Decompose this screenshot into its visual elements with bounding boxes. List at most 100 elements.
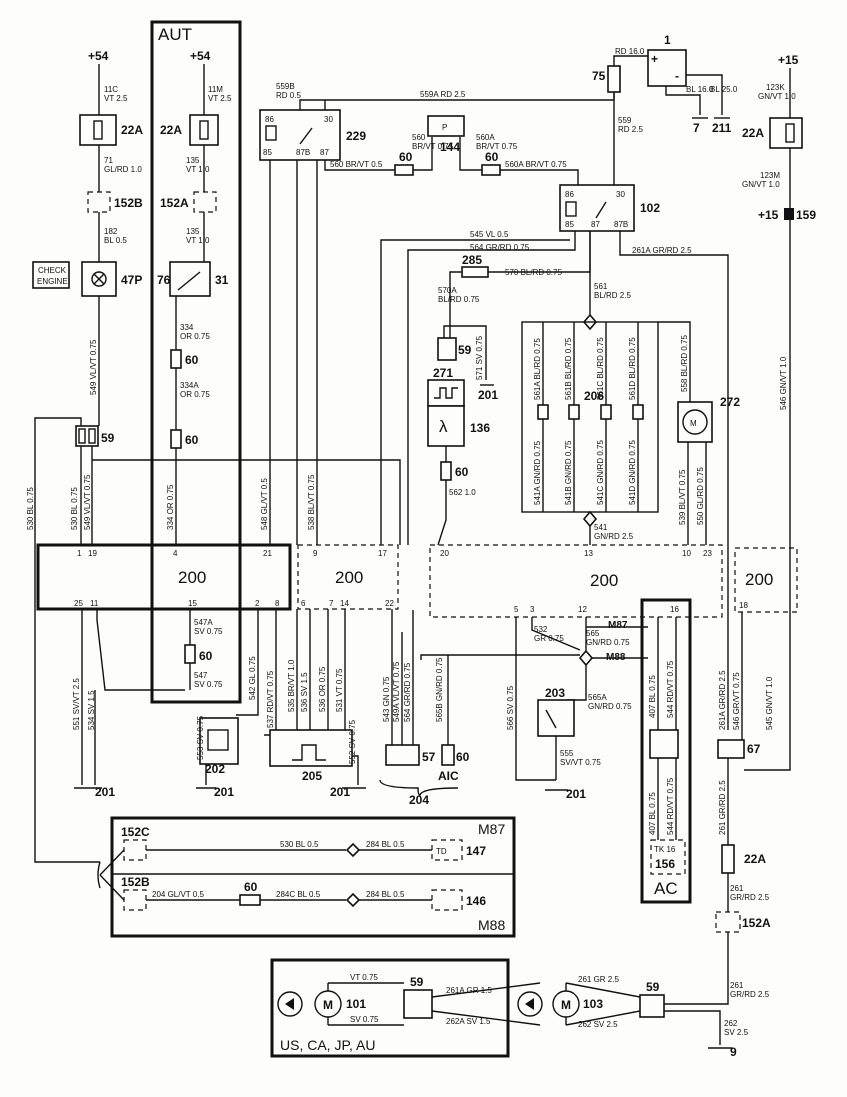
wire-label: 530 BL 0.75 <box>26 487 35 530</box>
connector-152b-m88 <box>123 889 147 911</box>
wire-label: 559 <box>618 116 632 125</box>
ecu-label: 200 <box>178 568 206 587</box>
wire-label: 536 OR 0.75 <box>318 666 327 712</box>
wire-label: 261A GR/RD 2.5 <box>718 670 727 730</box>
wire-label: 570A <box>438 286 457 295</box>
component-label-146: 146 <box>466 894 486 908</box>
wire-label: 123K <box>766 83 785 92</box>
wire-label: 262 <box>724 1019 738 1028</box>
motor-text: M <box>323 998 333 1012</box>
wire-label: SV 0.75 <box>194 627 223 636</box>
wire-label: 182 <box>104 227 118 236</box>
wire-label: 539 BL/VT 0.75 <box>678 469 687 525</box>
module-146 <box>431 889 463 911</box>
lambda-sensor-136: λ 136 <box>427 405 490 447</box>
wire-label: 123M <box>760 171 780 180</box>
component-label-59: 59 <box>101 431 115 445</box>
wire-label: BL/RD 0.75 <box>438 295 480 304</box>
component-label-203: 203 <box>545 686 565 700</box>
wire-label: 334 OR 0.75 <box>166 484 175 530</box>
splice-60-lambda <box>440 461 452 481</box>
wire-label: 562 1.0 <box>449 488 476 497</box>
wire-label: 546 GR/VT 0.75 <box>732 672 741 730</box>
wire-label: 560 <box>412 133 426 142</box>
wire-label: BL/RD 2.5 <box>594 291 631 300</box>
wire-label: 261 GR/RD 2.5 <box>718 780 727 835</box>
wire-label: 284 BL 0.5 <box>366 840 405 849</box>
wire-label: GN/VT 1.0 <box>758 92 796 101</box>
wire-label: GR 0.75 <box>534 634 564 643</box>
connector-152b <box>87 191 111 213</box>
wire-label: 538 BL/VT 0.75 <box>307 474 316 530</box>
component-label-60: 60 <box>244 880 258 894</box>
pin-label: 87 <box>591 220 600 229</box>
wire-label: 565 <box>586 629 600 638</box>
wire-label: 541B GN/RD 0.75 <box>564 440 573 505</box>
ground-201-mid: 201 <box>196 785 234 799</box>
pin-label: 18 <box>739 601 748 610</box>
pin-label: 13 <box>584 549 593 558</box>
wire-label: 261 GR 2.5 <box>578 975 619 984</box>
connector-152a-aut <box>193 191 217 213</box>
component-label-159: 159 <box>796 208 816 222</box>
wire-label: BR/VT 0.75 <box>476 142 518 151</box>
wire-label: OR 0.75 <box>180 390 210 399</box>
td-label: TD <box>436 847 447 856</box>
supply-15-159: +15 <box>758 208 779 222</box>
component-label-76: 76 <box>157 273 171 287</box>
supply-54-right: +54 <box>190 49 211 63</box>
pin-label: 17 <box>378 549 387 558</box>
component-label-9: 9 <box>730 1045 737 1059</box>
wire-label: 549 VL/VT 0.75 <box>83 474 92 530</box>
pin-label: 87B <box>614 220 628 229</box>
pin-label: 2 <box>255 599 260 608</box>
m87-marker: M87 <box>608 620 628 631</box>
wire-label: 535 BR/VT 1.0 <box>287 659 296 712</box>
wire-label: 534 SV 1.5 <box>87 690 96 730</box>
wire-label: 548 GL/VT 0.5 <box>260 478 269 530</box>
wire-label: 537 RD/VT 0.75 <box>266 670 275 728</box>
component-label-60: 60 <box>455 465 469 479</box>
wire-label: 564 GR/RD 0.75 <box>403 662 412 722</box>
connector-59-right <box>639 994 665 1018</box>
relay-229: 86 30 85 87B 87 229 559B RD 0.5 <box>259 82 366 161</box>
pin-label: 87B <box>296 148 310 157</box>
wire-label: 536 SV 1.5 <box>300 672 309 712</box>
component-label-22a: 22A <box>160 123 182 137</box>
wire-label: 560 BR/VT 0.5 <box>330 160 383 169</box>
wire-label: 565A <box>588 693 607 702</box>
check-engine-text: ENGINE <box>37 277 68 286</box>
ecu-200-far-right: 200 18 <box>734 547 798 613</box>
heater-271: 271 <box>427 366 465 407</box>
section-label-ac: AC <box>654 879 678 898</box>
component-label-1: 1 <box>664 33 671 47</box>
switch-31 <box>169 261 211 297</box>
component-label-67: 67 <box>747 742 761 756</box>
lamp-icon <box>91 271 107 287</box>
pin-label: 25 <box>74 599 83 608</box>
component-label-152c: 152C <box>121 825 150 839</box>
wire-label: 559B <box>276 82 295 91</box>
wire-label: 284C BL 0.5 <box>276 890 321 899</box>
ecu-200-right: 200 20 13 10 23 5 3 12 <box>429 544 723 618</box>
wire-label: 530 BL 0.5 <box>280 840 319 849</box>
component-label-201: 201 <box>95 785 115 799</box>
pin-label: 1 <box>77 549 82 558</box>
relay-203: 203 <box>537 686 575 737</box>
section-label-aut: AUT <box>158 25 192 44</box>
injectors-206: 206 <box>537 389 644 420</box>
wire-label: GN/RD 2.5 <box>594 532 634 541</box>
wire-label: 334 <box>180 323 194 332</box>
component-label-201: 201 <box>214 785 234 799</box>
wire-label: 570 BL/RD 0.75 <box>505 268 562 277</box>
pin-label: 22 <box>385 599 394 608</box>
component-label-152a: 152A <box>160 196 189 210</box>
wire-label: 262A SV 1.5 <box>446 1017 491 1026</box>
wire-label: 561 <box>594 282 608 291</box>
wire-label: 558 BL/RD 0.75 <box>680 335 689 392</box>
component-label-156: 156 <box>655 857 675 871</box>
component-label-22a: 22A <box>121 123 143 137</box>
wire-label: GR/RD 2.5 <box>730 990 770 999</box>
ground-9: 9 <box>708 1045 737 1059</box>
fan-direction-icon <box>277 991 303 1017</box>
